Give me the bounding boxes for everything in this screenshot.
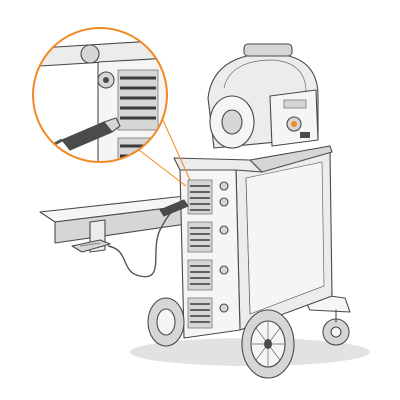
ground-clamp [71, 239, 111, 253]
cabinet-front [159, 145, 333, 339]
feeder-handle [243, 43, 293, 57]
front-vent-grille [187, 179, 213, 329]
plug-icon [159, 199, 189, 217]
front-wheel-left [147, 297, 185, 347]
zoom-callout-circle [32, 27, 168, 163]
wire-feeder [207, 43, 319, 149]
zoom-vent-grille [117, 69, 159, 162]
front-wheel-right [241, 309, 295, 379]
front-sockets [219, 181, 229, 313]
